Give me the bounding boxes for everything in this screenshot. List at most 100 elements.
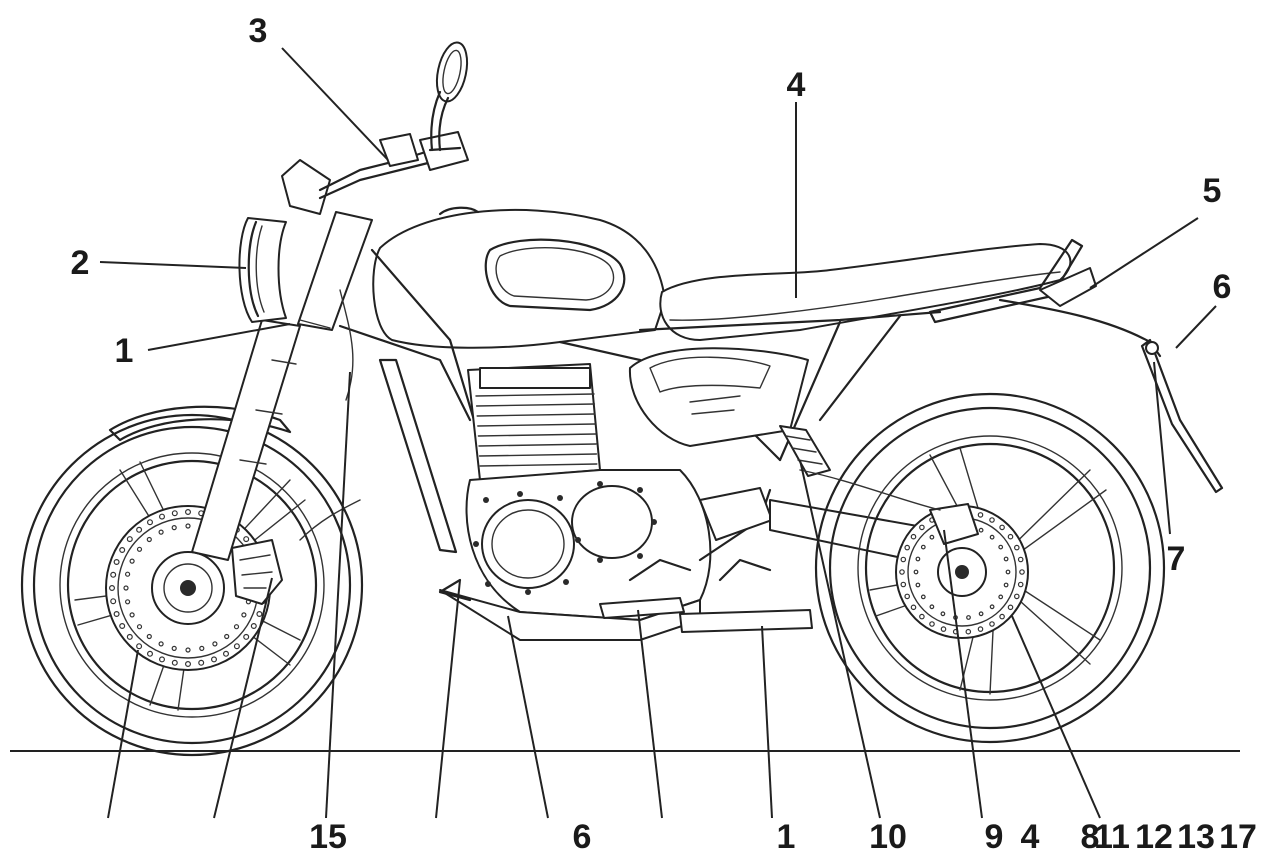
sump-guard [439, 589, 701, 641]
callout-bottom-10: 10 [869, 818, 907, 856]
rear-disc-hole [920, 594, 926, 600]
callout-bottom-8: 8 [1081, 818, 1100, 856]
front-disc-hole [119, 546, 126, 553]
grab-rail [928, 238, 1084, 324]
rear-disc-hole [915, 556, 921, 562]
cylinder-fin [478, 453, 598, 457]
rear-disc-hole [1003, 556, 1009, 562]
front-disc-hole [113, 558, 120, 565]
seat [659, 243, 1072, 341]
front-brake-caliper [231, 539, 283, 605]
engine-bolt [651, 519, 657, 525]
front-disc-hole [211, 656, 218, 663]
engine-bolt [637, 553, 643, 559]
cylinder-fin [475, 393, 595, 397]
engine-bolt [517, 491, 523, 497]
front-disc-hole [146, 633, 152, 640]
leader-lines-top [99, 47, 1217, 535]
rear-disc-hole [1005, 569, 1011, 575]
front-disc-hole [233, 624, 240, 630]
front-disc-hole [159, 513, 166, 520]
rear-shock [779, 425, 831, 477]
front-fender [108, 405, 292, 442]
rear-disc-hole [1007, 604, 1014, 611]
front-disc-hole [185, 509, 192, 516]
front-disc-hole [158, 641, 164, 647]
exhaust-header [378, 358, 458, 554]
rear-disc-hole [915, 582, 921, 588]
callout-bottom-12: 12 [1135, 818, 1173, 856]
side-cover [628, 347, 809, 447]
rear-fender [998, 298, 1162, 358]
front-disc-hole [124, 571, 131, 577]
front-disc-hole [123, 585, 129, 591]
leader-lines-bottom [107, 371, 1101, 819]
callout-5: 5 [1203, 172, 1222, 210]
callout-6: 6 [1213, 268, 1232, 306]
callout-2: 2 [71, 244, 90, 282]
rear-wheel [814, 392, 1166, 744]
rear-brake-caliper [929, 503, 979, 545]
front-disc-hole [171, 524, 177, 531]
front-disc-hole [243, 633, 250, 640]
rear-disc-hole [1019, 569, 1025, 575]
front-disc-hole [136, 624, 143, 630]
front-disc-hole [224, 633, 230, 640]
front-disc-hole [199, 645, 205, 652]
front-disc-hole [124, 599, 131, 605]
rear-disc-hole [940, 626, 947, 632]
front-disc-hole [223, 650, 230, 657]
rear-disc-hole [989, 621, 995, 627]
rear-disc-hole [1013, 544, 1020, 551]
callout-bottom-9: 9 [985, 818, 1004, 856]
rear-disc-hole [929, 604, 935, 610]
rear-disc-hole [920, 544, 926, 550]
rear-disc-hole [904, 593, 911, 600]
rear-disc-hole [904, 544, 911, 551]
callout-4: 4 [787, 66, 806, 104]
front-disc-hole [147, 650, 154, 657]
front-disc-hole [185, 647, 191, 653]
front-disc-hole [129, 612, 135, 618]
footpeg-assembly [599, 487, 813, 633]
front-disc-hole [136, 643, 143, 650]
rear-disc-hole [998, 594, 1004, 600]
rear-disc-hole [929, 534, 935, 540]
front-disc-hole [136, 526, 143, 533]
engine [438, 363, 712, 641]
cylinder-fin [478, 443, 597, 447]
fuel-tank [372, 206, 666, 349]
front-disc-hole [185, 660, 192, 667]
rear-disc-hole [998, 544, 1004, 550]
rear-disc-hole [999, 613, 1005, 620]
rear-disc-hole [989, 517, 995, 523]
rear-disc-hole [913, 569, 919, 575]
callout-7: 7 [1167, 540, 1186, 578]
rear-disc-hole [1003, 582, 1009, 588]
front-disc-hole [250, 622, 257, 629]
front-disc-hole [147, 519, 154, 526]
callout-bottom-13: 13 [1177, 818, 1215, 856]
callout-3: 3 [249, 12, 268, 50]
callout-bottom-15: 15 [309, 818, 347, 856]
front-disc-hole [146, 536, 152, 543]
front-wheel [20, 413, 364, 757]
front-disc-hole [198, 659, 205, 666]
engine-bolt [563, 579, 569, 585]
engine-bolt [575, 537, 581, 543]
rear-disc-hole [977, 512, 984, 518]
rear-disc-hole [965, 628, 972, 635]
front-disc-hole [126, 633, 133, 640]
front-disc-hole [126, 536, 133, 543]
cylinder-fin [476, 413, 596, 417]
front-disc-hole [110, 598, 117, 605]
rear-disc-hole [919, 613, 925, 620]
engine-bolt [485, 581, 491, 587]
tail-section [1039, 267, 1097, 307]
rear-disc-hole [1017, 556, 1024, 563]
engine-bolt [525, 589, 531, 595]
front-disc-hole [119, 622, 126, 629]
rear-disc-hole [978, 611, 984, 617]
front-disc-hole [129, 558, 135, 564]
